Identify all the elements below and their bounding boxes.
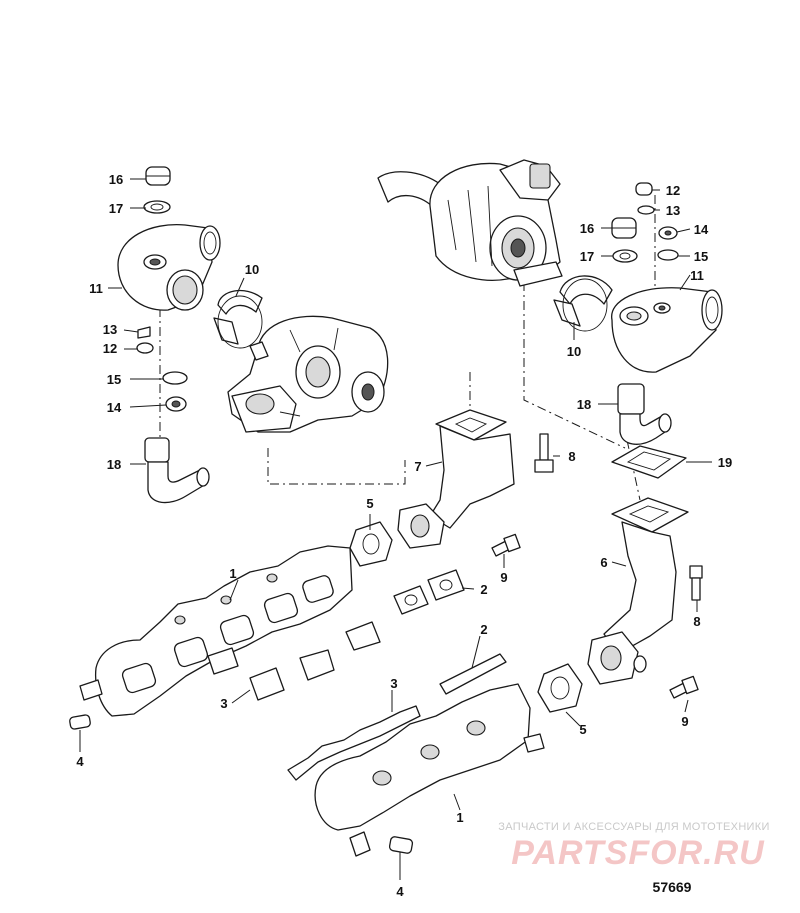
callout-label: 11 — [690, 268, 704, 283]
callout-label: 15 — [107, 372, 121, 387]
callout-label: 14 — [694, 222, 709, 237]
right-washer-13 — [637, 205, 655, 215]
exhaust-manifold-1-lower — [314, 683, 545, 857]
callout-label: 19 — [718, 455, 732, 470]
callout-label: 15 — [694, 249, 708, 264]
exhaust-elbow-7 — [397, 409, 515, 549]
port-gasket-3-lower — [287, 705, 421, 781]
callout-label: 18 — [577, 397, 591, 412]
callout-label: 13 — [103, 322, 117, 337]
callout-label: 1 — [456, 810, 463, 825]
callout-label: 16 — [580, 221, 594, 236]
right-v-band-clamp — [553, 275, 613, 332]
flange-gasket-5-lower — [537, 663, 583, 713]
callout-label: 12 — [103, 341, 117, 356]
callout-label: 2 — [480, 622, 487, 637]
exhaust-manifold-1-upper — [79, 545, 353, 717]
bolt-9-upper — [491, 533, 521, 557]
callout-label: 3 — [390, 676, 397, 691]
callout-label: 9 — [681, 714, 688, 729]
bolt-8-lower — [689, 565, 703, 601]
left-turbocharger — [227, 315, 389, 433]
left-small-hardware — [136, 326, 188, 412]
left-plug-16 — [145, 166, 171, 186]
port-gasket-2-lower — [439, 653, 507, 695]
callout-label: 3 — [220, 696, 227, 711]
callout-labels: 1 1 2 2 3 3 4 4 5 5 6 7 8 8 9 9 10 10 11… — [76, 172, 732, 899]
left-elbow-fitting-18 — [144, 437, 210, 504]
callout-label: 9 — [500, 570, 507, 585]
right-cap-12 — [635, 182, 653, 196]
right-turbocharger — [377, 159, 563, 287]
exhaust-elbow-6 — [587, 497, 689, 685]
callout-label: 13 — [666, 203, 680, 218]
stud-4-lower — [388, 836, 414, 854]
stud-4-left — [69, 714, 91, 730]
left-v-band-clamp — [213, 289, 263, 349]
callout-label: 12 — [666, 183, 680, 198]
callout-label: 1 — [229, 566, 236, 581]
watermark: ЗАПЧАСТИ И АКСЕССУАРЫ ДЛЯ МОТОТЕХНИКИ PA… — [498, 821, 769, 872]
bolt-9-lower — [669, 675, 699, 699]
right-washer-17 — [612, 249, 638, 263]
right-clip-15 — [657, 249, 679, 261]
right-elbow-fitting-18 — [617, 383, 672, 445]
callout-label: 4 — [396, 884, 404, 899]
callout-label: 17 — [109, 201, 123, 216]
callout-label: 16 — [109, 172, 123, 187]
right-nut-14 — [658, 226, 678, 240]
left-washer-17 — [143, 200, 171, 214]
reference-number: 57669 — [653, 879, 692, 895]
port-gasket-3-upper — [207, 621, 381, 701]
watermark-caption: ЗАПЧАСТИ И АКСЕССУАРЫ ДЛЯ МОТОТЕХНИКИ — [498, 821, 769, 833]
port-gasket-2-upper — [393, 569, 465, 615]
callout-label: 8 — [693, 614, 700, 629]
callout-label: 18 — [107, 457, 121, 472]
callout-label: 4 — [76, 754, 84, 769]
watermark-logo: PARTSFOR.RU — [511, 834, 765, 872]
callout-label: 10 — [567, 344, 581, 359]
turbo-gasket-19 — [611, 445, 687, 479]
flange-gasket-5-upper — [349, 521, 393, 567]
callout-leaders — [79, 178, 712, 880]
callout-label: 14 — [107, 400, 122, 415]
callout-label: 6 — [600, 555, 607, 570]
right-elbow-housing — [611, 287, 723, 373]
bolt-8-top — [534, 433, 554, 473]
right-plug-16 — [611, 217, 637, 239]
callout-label: 2 — [480, 582, 487, 597]
callout-label: 5 — [366, 496, 373, 511]
callout-label: 17 — [580, 249, 594, 264]
callout-label: 8 — [568, 449, 575, 464]
callout-label: 5 — [579, 722, 586, 737]
callout-label: 11 — [89, 281, 103, 296]
left-elbow-housing — [117, 224, 221, 311]
callout-label: 10 — [245, 262, 259, 277]
callout-label: 7 — [414, 459, 421, 474]
